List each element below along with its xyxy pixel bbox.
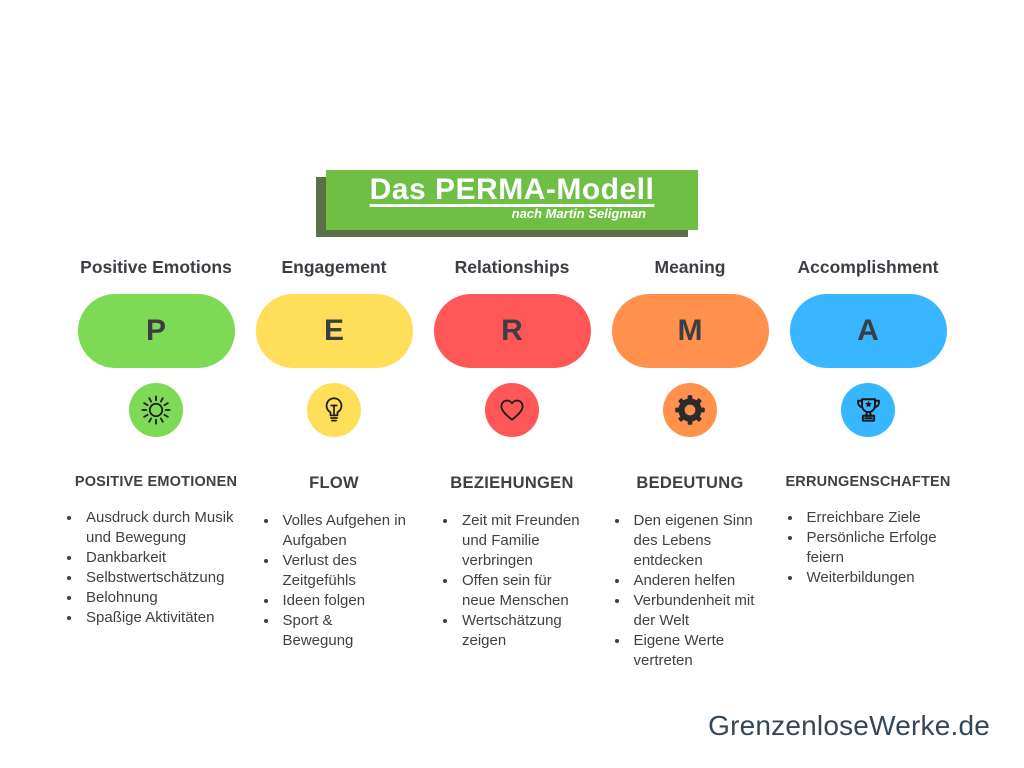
list-item: Verlust des Zeitgefühls — [279, 551, 407, 591]
gear-icon — [663, 383, 717, 437]
bullet-list: Ausdruck durch Musik und BewegungDankbar… — [65, 508, 247, 628]
column-meaning: Meaning M BEDEUTUNG Den eigenen Sinn — [601, 257, 779, 671]
list-item: Erreichbare Ziele — [803, 508, 951, 528]
section-title: BEZIEHUNGEN — [450, 474, 574, 492]
page-title: Das PERMA-Modell — [369, 173, 655, 206]
letter-pill: E — [255, 294, 413, 368]
column-relationships: Relationships R BEZIEHUNGEN Zeit mit Fre… — [423, 257, 601, 671]
list-item: Eigene Werte vertreten — [630, 631, 768, 671]
list-item: Zeit mit Freunden und Familie verbringen — [458, 511, 583, 571]
list-item: Selbstwertschätzung — [82, 568, 247, 588]
lightbulb-icon — [307, 383, 361, 437]
column-header: Accomplishment — [797, 257, 939, 277]
heart-icon — [485, 383, 539, 437]
letter-pill: M — [611, 294, 769, 368]
sun-icon — [129, 383, 183, 437]
pill-letter: P — [145, 314, 166, 347]
column-header: Engagement — [281, 257, 387, 277]
list-item: Dankbarkeit — [82, 548, 247, 568]
title-banner: Das PERMA-Modell nach Martin Seligman — [326, 170, 698, 230]
list-item: Ideen folgen — [279, 591, 407, 611]
letter-pill: R — [433, 294, 591, 368]
letter-pill: A — [789, 294, 947, 368]
section-title: POSITIVE EMOTIONEN — [74, 474, 238, 490]
website-link[interactable]: GrenzenloseWerke.de — [708, 710, 990, 741]
list-item: Offen sein für neue Menschen — [458, 571, 583, 611]
list-item: Den eigenen Sinn des Lebens entdecken — [630, 511, 768, 571]
pill-letter: R — [501, 314, 523, 347]
list-item: Verbundenheit mit der Welt — [630, 591, 768, 631]
list-item: Persönliche Erfolge feiern — [803, 528, 951, 568]
list-item: Belohnung — [82, 588, 247, 608]
column-positive-emotions: Positive Emotions P — [67, 257, 245, 671]
bullet-list: Volles Aufgehen in AufgabenVerlust des Z… — [262, 511, 407, 651]
section-title: FLOW — [309, 474, 359, 492]
list-item: Weiterbildungen — [803, 568, 951, 588]
bullet-list: Zeit mit Freunden und Familie verbringen… — [441, 511, 583, 651]
bullet-list: Erreichbare ZielePersönliche Erfolge fei… — [786, 508, 951, 588]
column-header: Positive Emotions — [80, 257, 232, 277]
list-item: Wertschätzung zeigen — [458, 611, 583, 651]
column-header: Relationships — [454, 257, 570, 277]
list-item: Ausdruck durch Musik und Bewegung — [82, 508, 247, 548]
bullet-list: Den eigenen Sinn des Lebens entdeckenAnd… — [613, 511, 768, 671]
column-accomplishment: Accomplishment A ERRUNGENSCHAFTEN Erreic… — [779, 257, 957, 671]
section-title: BEDEUTUNG — [636, 474, 744, 492]
trophy-icon — [841, 383, 895, 437]
perma-columns: Positive Emotions P — [67, 257, 957, 671]
section-title: ERRUNGENSCHAFTEN — [785, 474, 951, 490]
list-item: Volles Aufgehen in Aufgaben — [279, 511, 407, 551]
list-item: Anderen helfen — [630, 571, 768, 591]
letter-pill: P — [77, 294, 235, 368]
column-engagement: Engagement E FLOW Volles Aufgehen in Auf… — [245, 257, 423, 671]
list-item: Spaßige Aktivitäten — [82, 608, 247, 628]
column-header: Meaning — [654, 257, 726, 277]
page-subtitle: nach Martin Seligman — [511, 206, 646, 221]
pill-letter: A — [857, 314, 879, 347]
pill-letter: E — [323, 314, 344, 347]
list-item: Sport & Bewegung — [279, 611, 407, 651]
pill-letter: M — [677, 314, 703, 347]
